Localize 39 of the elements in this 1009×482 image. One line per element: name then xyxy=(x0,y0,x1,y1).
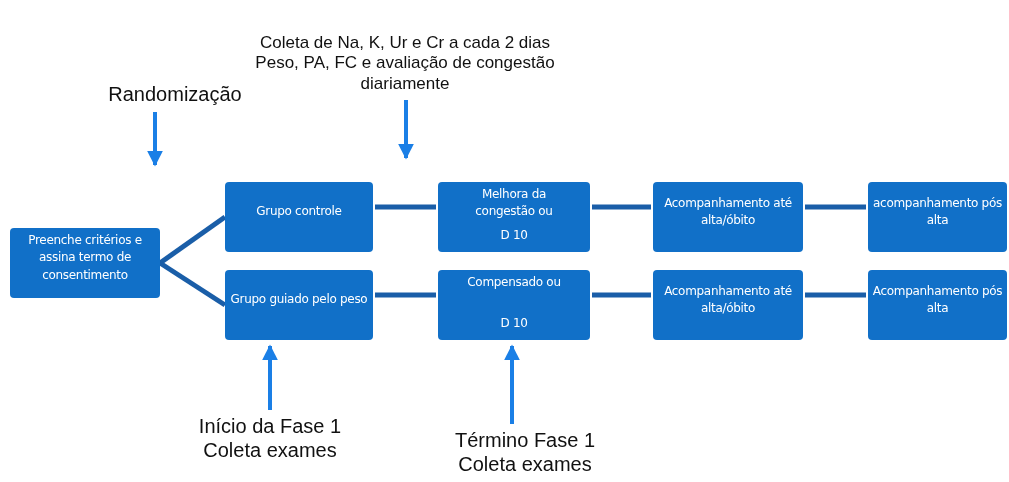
connector-line xyxy=(592,204,651,210)
connector-line xyxy=(805,204,866,210)
connector-line xyxy=(158,214,227,266)
box-label: Grupo guiado pelo peso xyxy=(230,291,368,309)
box-label: Melhora da congestão ou xyxy=(474,186,554,221)
arrow xyxy=(398,100,414,160)
annotation-text: Coleta exames xyxy=(458,452,592,476)
process-box xyxy=(653,182,803,252)
arrow xyxy=(262,344,278,410)
connector-line xyxy=(375,204,436,210)
process-box xyxy=(438,182,590,252)
box-label: acompanhamento pós alta xyxy=(872,194,1003,229)
annotation-text: Término Fase 1 xyxy=(454,428,596,452)
annotation-text: Randomização xyxy=(108,82,242,106)
process-box xyxy=(868,270,1007,340)
box-label: Acompanhamento até alta/óbito xyxy=(663,194,793,229)
annotation-text: Coleta de Na, K, Ur e Cr a cada 2 dias xyxy=(259,32,551,54)
box-label: D 10 xyxy=(500,314,528,332)
process-box xyxy=(225,270,373,340)
box-label: Acompanhamento até alta/óbito xyxy=(663,282,793,317)
box-label: Acompanhamento pós alta xyxy=(871,282,1004,317)
box-label: D 10 xyxy=(500,226,528,244)
process-box xyxy=(225,182,373,252)
connector-line xyxy=(375,292,436,298)
process-box xyxy=(868,182,1007,252)
connector-line xyxy=(158,260,227,308)
process-box xyxy=(438,270,590,340)
box-label: Compensado ou xyxy=(467,274,561,291)
box-label: Grupo controle xyxy=(256,203,342,221)
box-label: Preenche critérios e assina termo de consentimento xyxy=(27,231,143,284)
annotation-text: Peso, PA, FC e avaliação de congestão diariamente xyxy=(254,53,556,94)
connector-line xyxy=(592,292,651,298)
arrow xyxy=(147,112,163,167)
arrow xyxy=(504,344,520,424)
connector-line xyxy=(805,292,866,298)
annotation-text: Coleta exames xyxy=(203,438,337,462)
process-box xyxy=(653,270,803,340)
annotation-text: Início da Fase 1 xyxy=(198,414,342,438)
process-box xyxy=(10,228,160,298)
